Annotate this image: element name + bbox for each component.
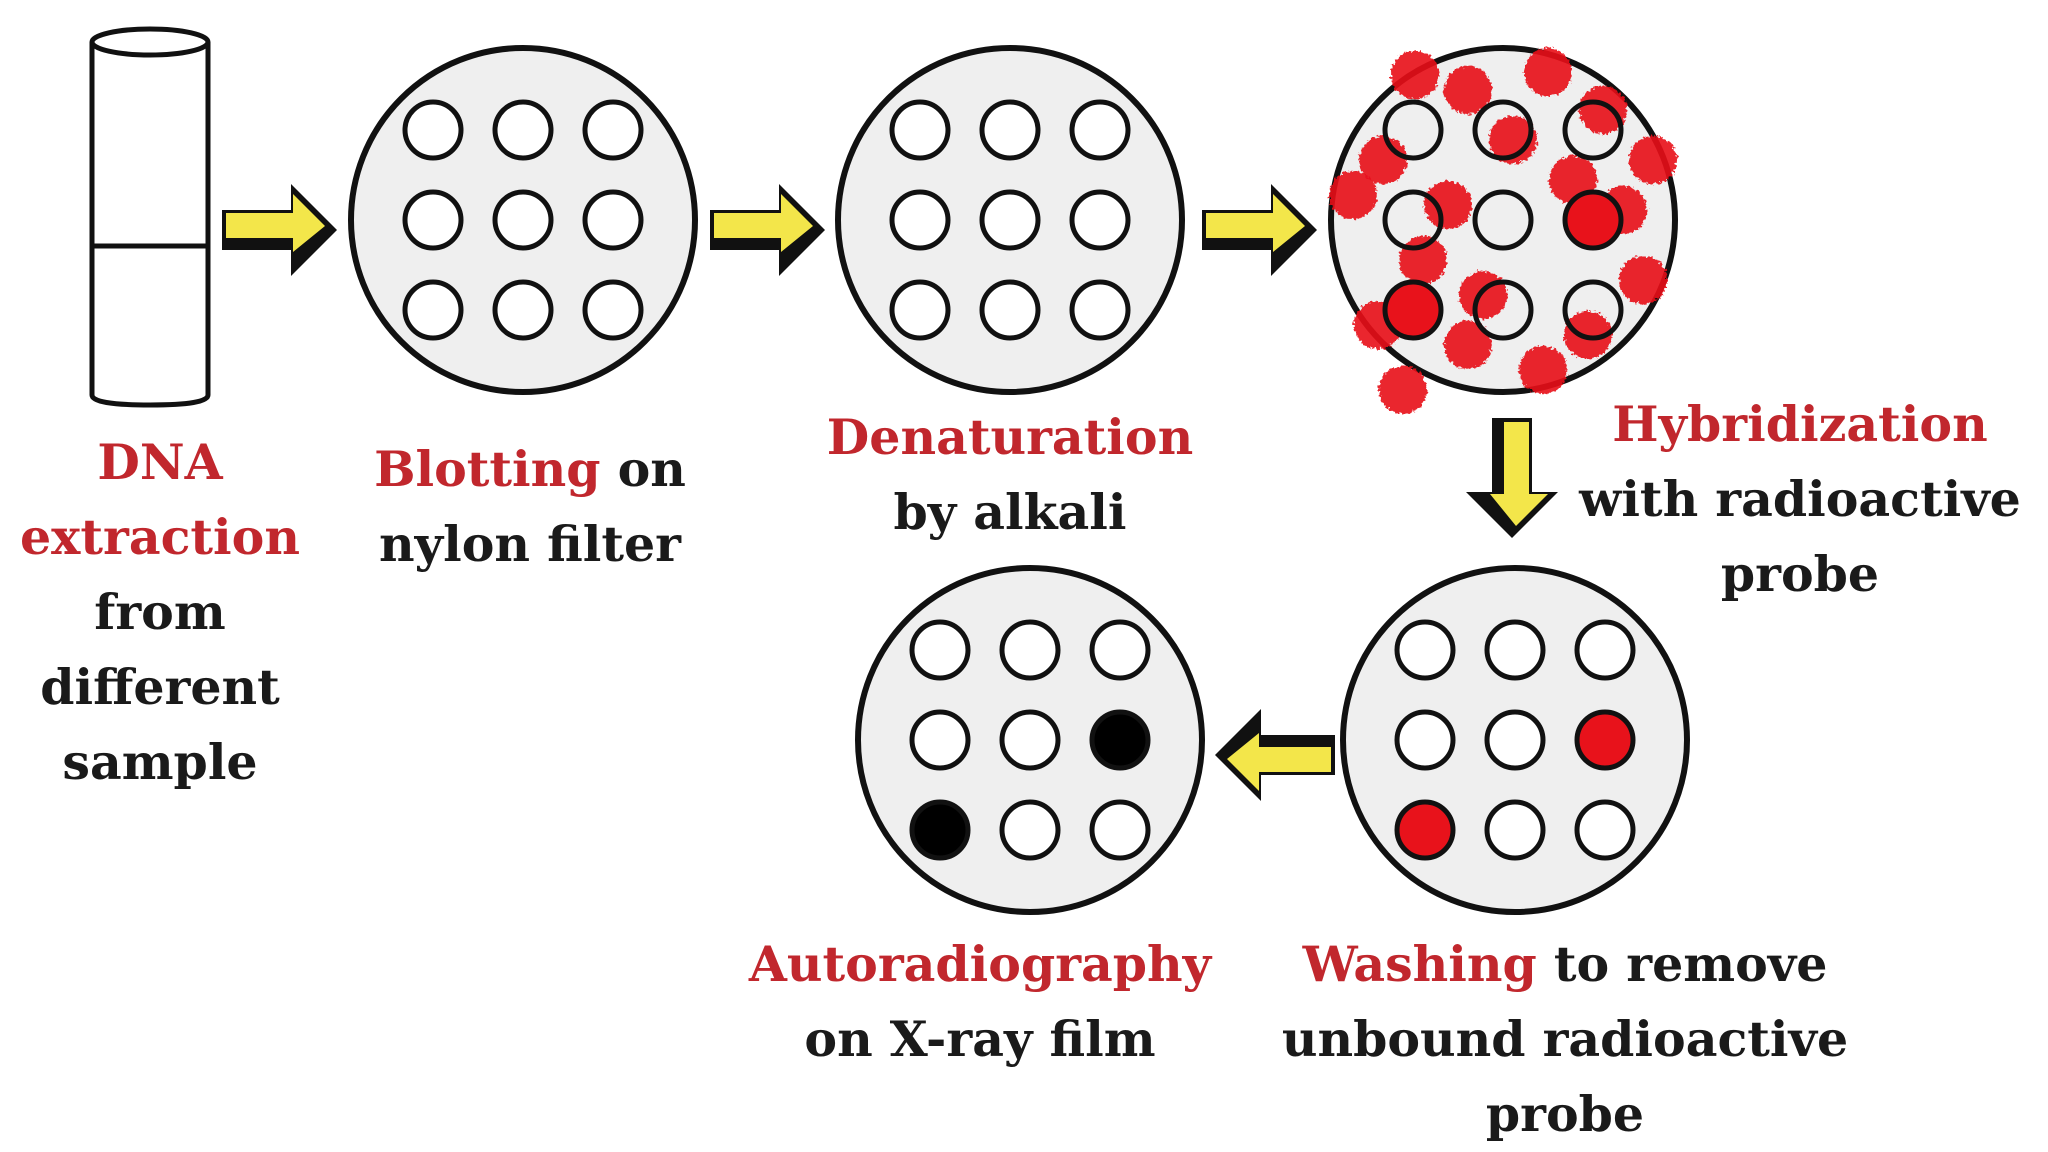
dna-spot-empty xyxy=(912,622,968,678)
step-desc-blotting-line2: nylon filter xyxy=(340,507,720,582)
radioactive-probe-icon xyxy=(1459,271,1507,319)
dna-spot-empty xyxy=(1002,622,1058,678)
step-desc-hybridization-line2: with radioactive xyxy=(1560,462,2040,537)
step-desc-extraction-line3: sample xyxy=(0,725,320,800)
step-label-extraction: DNA extraction from different sample xyxy=(0,425,320,800)
step-label-autoradiography: Autoradiography on X-ray film xyxy=(720,927,1240,1077)
radioactive-probe-icon xyxy=(1391,51,1439,99)
step-desc-hybridization-line3: probe xyxy=(1560,537,2040,612)
dna-spot-empty xyxy=(405,102,461,158)
flow-arrow-icon xyxy=(1202,184,1317,276)
step-label-hybridization: Hybridization with radioactive probe xyxy=(1560,387,2040,612)
filter-disc-autoradiography xyxy=(858,568,1202,912)
step-desc-washing-line2: unbound radioactive xyxy=(1245,1002,1885,1077)
dna-spot-empty xyxy=(495,282,551,338)
dna-spot-empty xyxy=(1487,802,1543,858)
step-label-washing-line1: Washing to remove xyxy=(1245,927,1885,1002)
dna-spot-dark xyxy=(912,802,968,858)
dna-spot-empty xyxy=(892,102,948,158)
filter-disc-hybridization xyxy=(1329,48,1677,414)
step-desc-denaturation-line2: by alkali xyxy=(810,475,1210,550)
step-desc-extraction-line1: from xyxy=(0,575,320,650)
dna-spot-empty xyxy=(1577,622,1633,678)
dna-spot-empty xyxy=(892,282,948,338)
step-highlight-extraction-line1: DNA xyxy=(0,425,320,500)
flow-arrow-icon xyxy=(222,184,337,276)
step-highlight-blotting: Blotting xyxy=(374,440,600,498)
step-desc-washing-rest: to remove xyxy=(1554,935,1828,993)
step-desc-blotting-rest: on xyxy=(618,440,686,498)
step-label-blotting-line1: Blotting on xyxy=(340,432,720,507)
dna-spot-empty xyxy=(585,102,641,158)
dna-spot-empty xyxy=(1002,802,1058,858)
test-tube-icon xyxy=(92,29,208,405)
dna-spot-empty xyxy=(1092,802,1148,858)
radioactive-probe-icon xyxy=(1524,48,1572,96)
step-desc-extraction-line2: different xyxy=(0,650,320,725)
dna-spot-empty xyxy=(1092,622,1148,678)
dna-spot-probe xyxy=(1565,192,1621,248)
dna-spot-empty xyxy=(405,282,461,338)
step-highlight-extraction-line2: extraction xyxy=(0,500,320,575)
dna-spot-empty xyxy=(1487,712,1543,768)
flow-arrow-icon xyxy=(710,184,825,276)
radioactive-probe-icon xyxy=(1399,236,1447,284)
filter-disc-denaturation xyxy=(838,48,1182,392)
dna-spot-empty xyxy=(1072,282,1128,338)
step-label-blotting: Blotting on nylon filter xyxy=(340,432,720,582)
step-desc-autoradiography-line2: on X-ray film xyxy=(720,1002,1240,1077)
dna-spot-empty xyxy=(1577,802,1633,858)
dna-spot-empty xyxy=(405,192,461,248)
step-highlight-hybridization: Hybridization xyxy=(1560,387,2040,462)
dna-spot-empty xyxy=(585,282,641,338)
dna-spot-dark xyxy=(1092,712,1148,768)
dna-spot-empty xyxy=(1397,622,1453,678)
dna-spot-empty xyxy=(912,712,968,768)
flow-arrow-icon xyxy=(1215,709,1335,801)
step-highlight-denaturation: Denaturation xyxy=(810,400,1210,475)
radioactive-probe-icon xyxy=(1379,366,1427,414)
dna-spot-empty xyxy=(495,192,551,248)
radioactive-probe-icon xyxy=(1424,181,1472,229)
dna-spot-empty xyxy=(982,102,1038,158)
radioactive-probe-icon xyxy=(1619,256,1667,304)
radioactive-probe-icon xyxy=(1359,136,1407,184)
step-highlight-autoradiography: Autoradiography xyxy=(720,927,1240,1002)
step-desc-washing-line3: probe xyxy=(1245,1077,1885,1152)
flow-arrow-icon xyxy=(1466,418,1558,538)
filter-disc-washing xyxy=(1343,568,1687,912)
dna-spot-empty xyxy=(1397,712,1453,768)
step-label-denaturation: Denaturation by alkali xyxy=(810,400,1210,550)
dna-spot-empty xyxy=(495,102,551,158)
dna-spot-empty xyxy=(1072,192,1128,248)
radioactive-probe-icon xyxy=(1629,136,1677,184)
dna-spot-empty xyxy=(982,282,1038,338)
dna-spot-probe xyxy=(1385,282,1441,338)
step-highlight-washing: Washing xyxy=(1303,935,1537,993)
dna-spot-empty xyxy=(1002,712,1058,768)
dna-spot-probe xyxy=(1577,712,1633,768)
step-label-washing: Washing to remove unbound radioactive pr… xyxy=(1245,927,1885,1152)
dna-spot-empty xyxy=(892,192,948,248)
dna-spot-empty xyxy=(585,192,641,248)
filter-disc-blotting xyxy=(351,48,695,392)
dna-spot-empty xyxy=(1072,102,1128,158)
dna-spot-probe xyxy=(1397,802,1453,858)
dna-spot-empty xyxy=(1487,622,1543,678)
dna-spot-empty xyxy=(982,192,1038,248)
